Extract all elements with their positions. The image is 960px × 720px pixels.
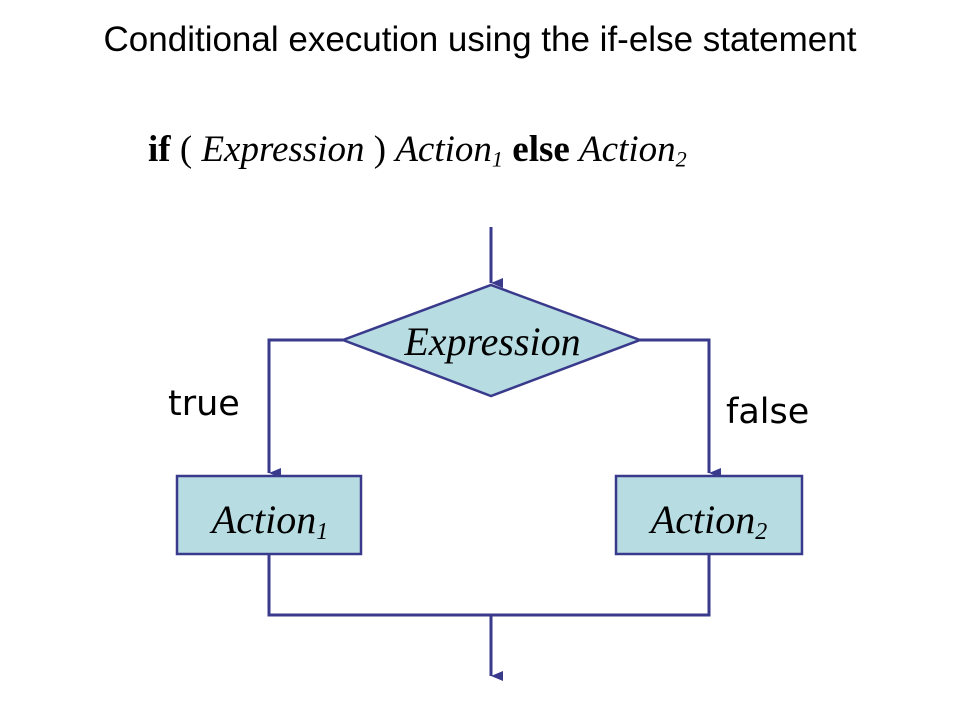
page-title: Conditional execution using the if-else … — [103, 20, 857, 59]
close-paren: ) — [373, 129, 387, 170]
decision-diamond — [339, 283, 644, 398]
syntax-action-1: Action1 — [395, 129, 503, 170]
action-1-box — [175, 474, 363, 556]
syntax-action-2: Action2 — [579, 129, 687, 170]
action-2-subscript: 2 — [755, 519, 768, 545]
true-label: true — [168, 384, 240, 424]
keyword-if: if — [148, 129, 171, 170]
syntax-action-2-subscript: 2 — [675, 146, 687, 172]
syntax-expression: Expression — [201, 129, 365, 170]
action-1-text: Action — [211, 497, 317, 542]
syntax-action-1-subscript: 1 — [491, 146, 504, 172]
merge-line — [267, 554, 711, 617]
if-else-syntax: if ( Expression ) Action1 else Action2 — [148, 128, 687, 171]
false-label: false — [726, 392, 810, 432]
true-branch-line — [267, 338, 343, 478]
action-2-box — [614, 474, 804, 556]
decision-expression-label: Expression — [404, 319, 581, 364]
open-paren: ( — [179, 129, 193, 170]
action-2-text: Action — [650, 497, 756, 542]
action-1-subscript: 1 — [316, 519, 329, 545]
keyword-else: else — [512, 129, 570, 170]
syntax-action-2-text: Action — [579, 129, 676, 170]
action-1-label: Action1 — [177, 496, 363, 545]
action-2-label: Action2 — [616, 496, 802, 545]
false-branch-line — [640, 338, 721, 478]
syntax-action-1-text: Action — [395, 129, 492, 170]
